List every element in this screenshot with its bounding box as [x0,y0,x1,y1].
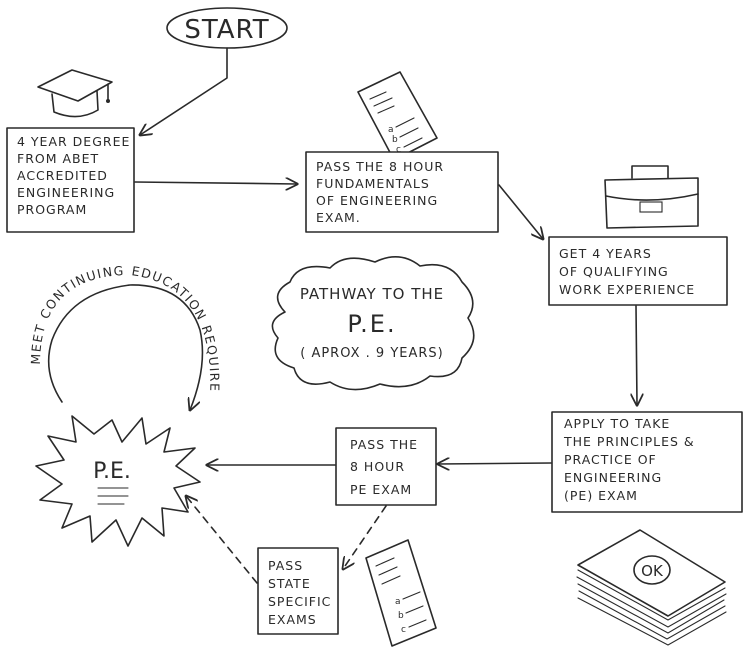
step-state-line-1: PASS [268,558,303,573]
step-fe-line-4: EXAM. [316,210,361,225]
badge-label: P.E. [93,459,131,484]
step-experience-line-3: WORK EXPERIENCE [559,282,695,297]
cloud-line-2: P.E. [347,310,396,338]
ok-stamp-label: OK [641,562,664,580]
step-degree-line-4: ENGINEERING [17,185,115,200]
exam-document-bullet-b: b [392,135,398,145]
step-apply-line-5: (PE) EXAM [564,488,638,503]
step-experience: GET 4 YEARS OF QUALIFYING WORK EXPERIENC… [548,236,728,306]
step-state-line-2: STATE [268,576,311,591]
step-state-exams: PASS STATE SPECIFIC EXAMS [257,547,339,635]
arrow-experience-to-apply [636,305,637,405]
step-apply-line-3: PRACTICE OF [564,452,657,467]
exam-document-icon: a b c [357,71,438,161]
step-degree: 4 YEAR DEGREE FROM ABET ACCREDITED ENGIN… [6,127,135,233]
approved-paper-stack-icon: OK [576,529,727,646]
step-degree-line-1: 4 YEAR DEGREE [17,134,130,149]
step-degree-line-2: FROM ABET [17,151,99,166]
step-apply-line-4: ENGINEERING [564,470,662,485]
graduation-cap-icon [37,69,113,118]
step-apply-pe: APPLY TO TAKE THE PRINCIPLES & PRACTICE … [551,411,743,513]
step-state-line-4: EXAMS [268,612,317,627]
state-document-bullet-c: c [401,625,406,635]
exam-document-bullet-a: a [388,125,394,135]
step-pe-exam-line-3: PE EXAM [350,482,412,497]
step-fe-line-2: FUNDAMENTALS [316,176,430,191]
briefcase-icon [604,165,699,229]
step-apply-line-1: APPLY TO TAKE [564,416,670,431]
arrow-apply-to-pe-exam [438,463,552,464]
arrow-state-to-badge [186,496,258,584]
step-state-line-3: SPECIFIC [268,594,331,609]
cloud-line-3: ( APROX . 9 YEARS) [300,346,443,361]
exam-document-bullet-c: c [396,145,401,155]
pe-license-badge: P.E. [35,415,201,547]
pathway-cloud: PATHWAY TO THE P.E. ( APROX . 9 YEARS) [271,256,475,391]
step-degree-line-3: ACCREDITED [17,168,108,183]
state-document-bullet-a: a [395,597,401,607]
step-experience-line-1: GET 4 YEARS [559,246,652,261]
arrow-fe-to-experience [498,184,543,239]
start-node: START [166,7,288,49]
start-label: START [184,15,269,45]
arrow-start-to-degree [140,47,228,135]
step-apply-line-2: THE PRINCIPLES & [563,434,695,449]
step-experience-line-2: OF QUALIFYING [559,264,669,279]
arrow-degree-to-fe [134,182,297,184]
step-pe-exam: PASS THE 8 HOUR PE EXAM [335,427,437,506]
step-pe-exam-line-2: 8 HOUR [350,459,405,474]
step-pe-exam-line-1: PASS THE [350,437,418,452]
state-document-bullet-b: b [398,611,404,621]
step-degree-line-5: PROGRAM [17,202,87,217]
cloud-line-1: PATHWAY TO THE [300,285,444,303]
step-fe-exam: PASS THE 8 HOUR FUNDAMENTALS OF ENGINEER… [305,151,499,233]
state-exam-document-icon: a b c [365,539,437,647]
arrow-pe-exam-to-state [343,505,387,569]
step-fe-line-1: PASS THE 8 HOUR [316,159,444,174]
step-fe-line-3: OF ENGINEERING [316,193,438,208]
